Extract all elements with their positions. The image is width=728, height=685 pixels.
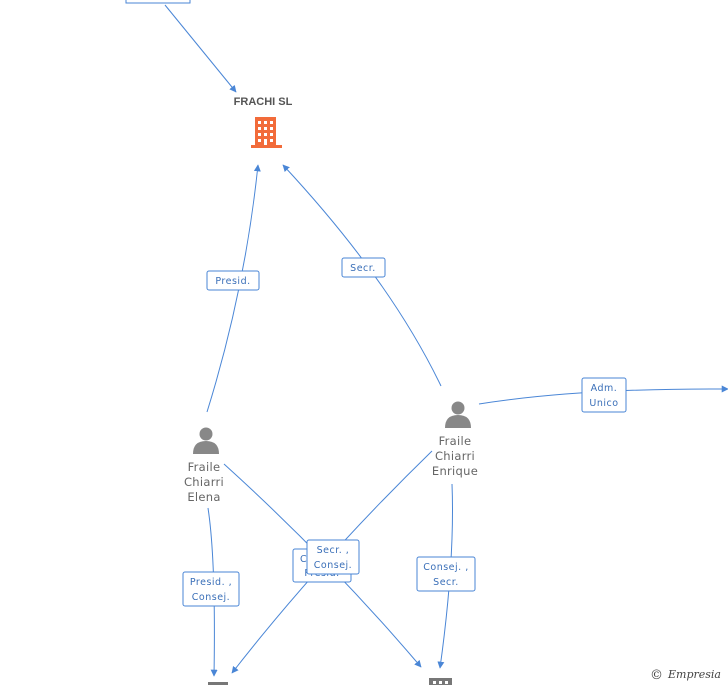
- person-name-line: Enrique: [432, 464, 478, 478]
- edge-label-adm-unico[interactable]: Adm. Unico: [581, 377, 627, 413]
- edge-label-secr[interactable]: Secr.: [341, 257, 386, 278]
- building-icon: [251, 117, 282, 148]
- building-icon[interactable]: [208, 682, 228, 685]
- svg-text:Secr.: Secr.: [350, 263, 376, 274]
- person-name-line: Elena: [187, 490, 220, 504]
- person-name-line: Fraile: [188, 460, 221, 474]
- company-name: FRACHI SL: [234, 96, 293, 108]
- edge-label-consej-secr[interactable]: Consej. , Secr.: [416, 556, 476, 592]
- copyright-symbol: ©: [650, 668, 663, 683]
- svg-text:Unico: Unico: [589, 398, 618, 409]
- svg-text:Consej.: Consej.: [192, 592, 230, 603]
- building-icon[interactable]: [429, 678, 452, 685]
- person-name-line: Chiarri: [435, 449, 475, 463]
- offscreen-node-box[interactable]: [125, 0, 191, 4]
- person-node-elena[interactable]: Fraile Chiarri Elena: [184, 427, 224, 505]
- svg-text:Consej.: Consej.: [314, 560, 352, 571]
- footer-brand: © Empresia: [650, 668, 721, 683]
- person-icon: [445, 401, 471, 428]
- person-name-line: Fraile: [439, 434, 472, 448]
- svg-text:Secr.: Secr.: [433, 577, 459, 588]
- edge-label-secr-consej[interactable]: Secr. , Consej.: [306, 539, 360, 575]
- company-node-frachi[interactable]: FRACHI SL: [234, 96, 293, 148]
- edge-top-to-frachi: [164, 4, 237, 93]
- edge-enrique-to-frachi: [282, 164, 442, 387]
- svg-text:Adm.: Adm.: [591, 383, 618, 394]
- svg-text:Presid.: Presid.: [215, 276, 250, 287]
- brand-logo: Empresia: [667, 668, 721, 681]
- edge-label-presid-consej[interactable]: Presid. , Consej.: [182, 571, 240, 607]
- svg-text:Consej. ,: Consej. ,: [423, 562, 468, 573]
- svg-text:Presid. ,: Presid. ,: [190, 577, 232, 588]
- svg-text:Secr. ,: Secr. ,: [317, 545, 350, 556]
- person-node-enrique[interactable]: Fraile Chiarri Enrique: [432, 401, 478, 479]
- person-icon: [193, 427, 219, 454]
- edge-label-presid[interactable]: Presid.: [206, 270, 260, 291]
- svg-text:C: C: [300, 554, 307, 565]
- person-name-line: Chiarri: [184, 475, 224, 489]
